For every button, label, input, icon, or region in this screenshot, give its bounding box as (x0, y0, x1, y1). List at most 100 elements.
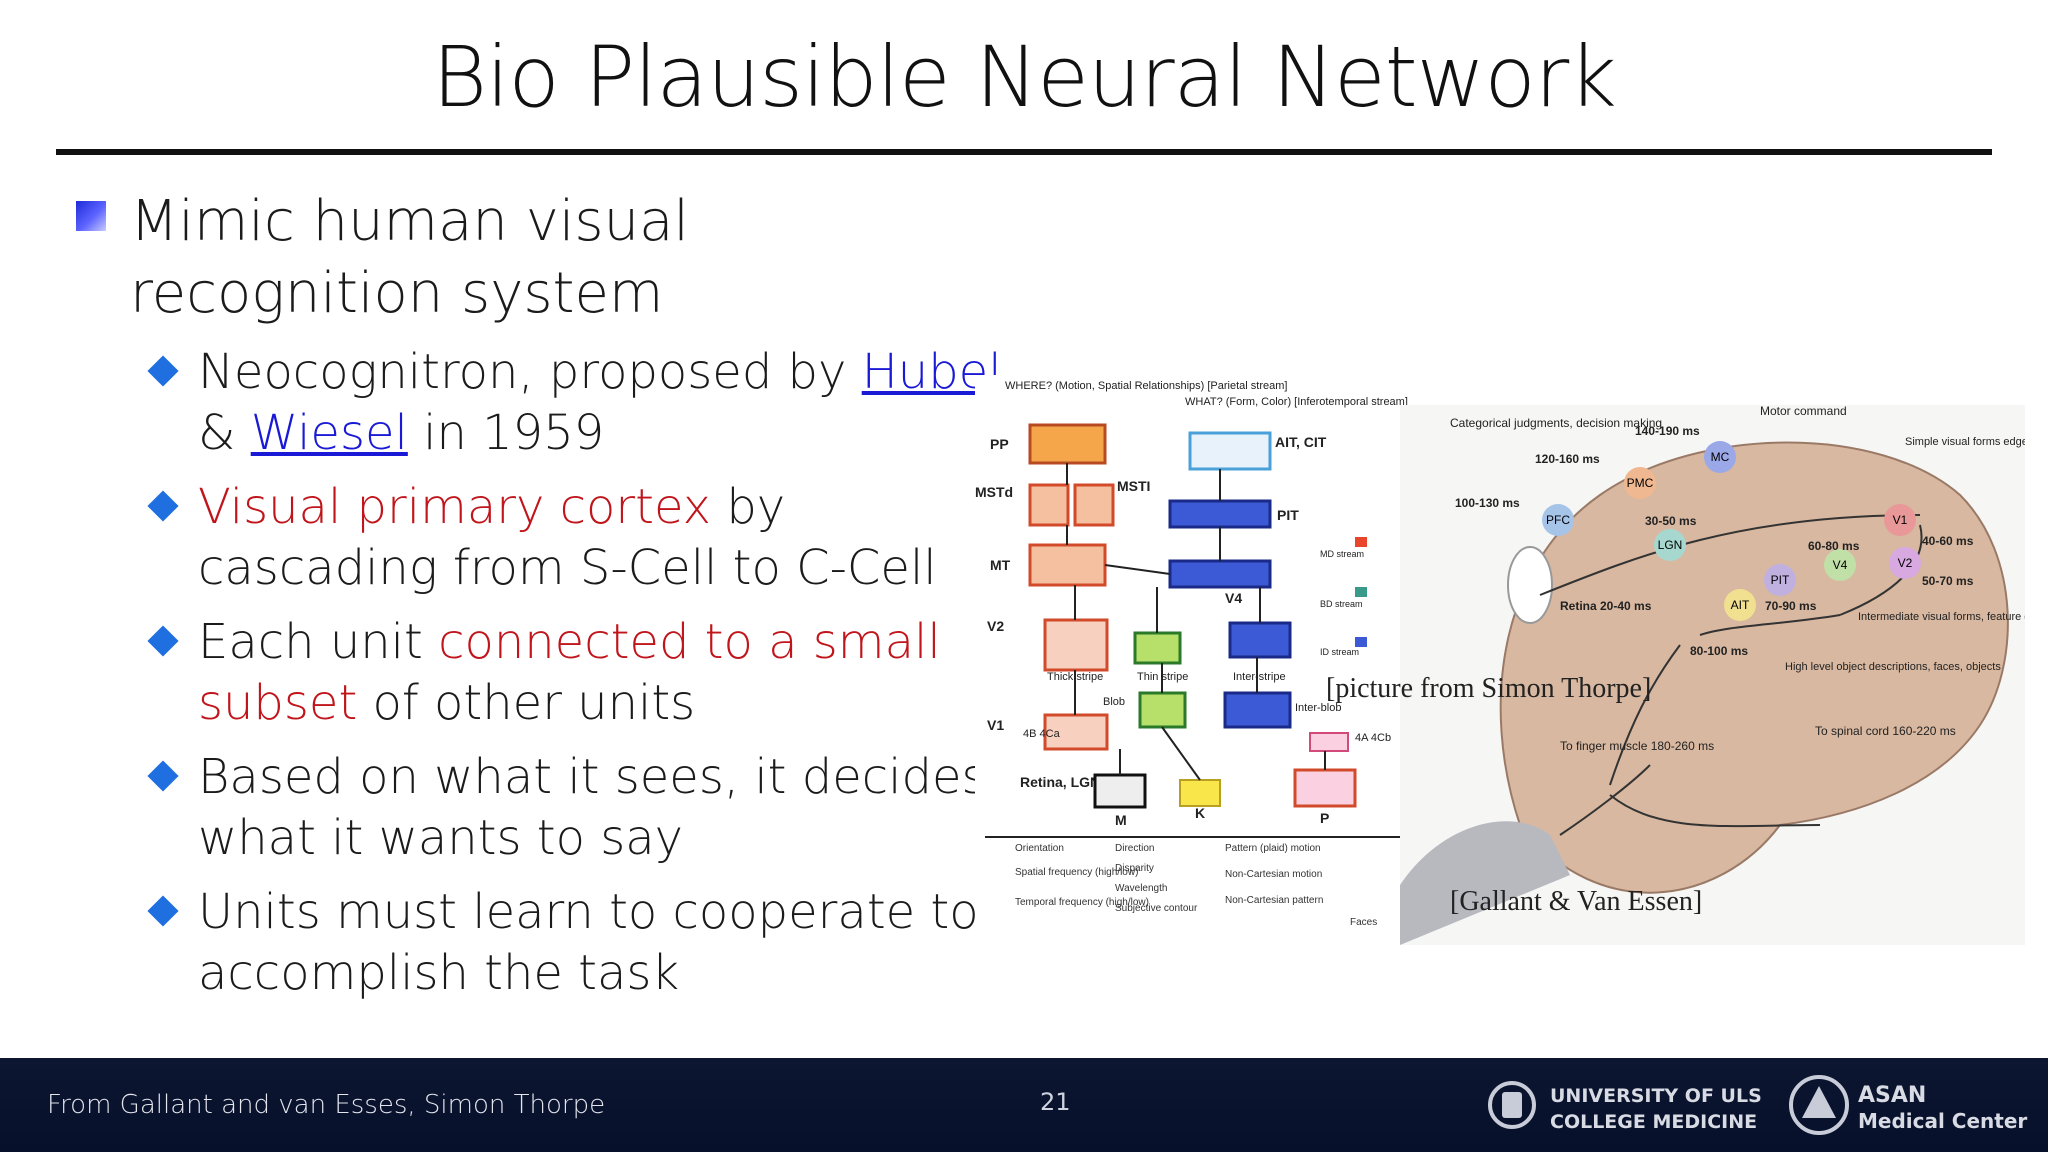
annotation: 50-70 ms (1922, 574, 1974, 588)
icon-legend: Orientation Direction Pattern (plaid) mo… (1015, 843, 1377, 928)
region-label: V1 (1893, 513, 1908, 527)
k-box (1179, 779, 1221, 807)
annotation: 60-80 ms (1808, 539, 1860, 553)
legend-item: Direction (1115, 843, 1154, 854)
sub-bullet-text: Each unit connected to a small subset of… (198, 612, 1008, 734)
text-run: in 1959 (407, 405, 605, 461)
annotation: To finger muscle 180-260 ms (1560, 739, 1714, 753)
logo-line-1: ASAN (1858, 1083, 1926, 1108)
diamond-bullet-icon (147, 355, 179, 387)
region-label: V2 (1898, 556, 1913, 570)
logo-line-1: UNIVERSITY OF ULSAN (1550, 1085, 1762, 1107)
visual-pathway-diagram: WHERE? (Motion, Spatial Relationships) [… (975, 375, 1415, 950)
area-label: P (1320, 810, 1329, 826)
caption-gallant: [Gallant & Van Essen] (1450, 886, 1702, 917)
region-label: PMC (1627, 476, 1654, 490)
brain-timing-diagram: MC PMC PFC LGN V1 V2 V4 PIT AIT Categori… (1400, 405, 2025, 945)
bd-stream-swatch (1355, 587, 1367, 597)
legend-item: Pattern (plaid) motion (1225, 843, 1321, 854)
mt-box (1028, 543, 1107, 587)
annotation: 140-190 ms (1635, 424, 1700, 438)
area-label: PP (990, 436, 1009, 452)
area-label: Retina, LGN (1020, 774, 1100, 790)
v1-4b-box (1043, 713, 1109, 751)
id-stream-swatch (1355, 637, 1367, 647)
mstd-box (1028, 483, 1070, 527)
annotation: 30-50 ms (1645, 514, 1697, 528)
annotation: 70-90 ms (1765, 599, 1817, 613)
where-label: WHERE? (Motion, Spatial Relationships) [… (1005, 380, 1287, 392)
layer-4a-box (1309, 732, 1349, 752)
footer-bar: From Gallant and van Esses, Simon Thorpe… (0, 1058, 2048, 1152)
brain-silhouette (1499, 441, 2009, 894)
annotation: 120-160 ms (1535, 452, 1600, 466)
main-bullet-text: Mimic human visual recognition system (130, 189, 689, 326)
legend-item: Subjective contour (1115, 903, 1198, 914)
timing-annotations: Categorical judgments, decision making M… (1450, 405, 2025, 753)
text-run: of other units (357, 675, 696, 731)
area-label: AIT, CIT (1275, 434, 1327, 450)
interstripe-label: Inter-stripe (1233, 671, 1286, 683)
annotation: 80-100 ms (1690, 644, 1748, 658)
what-label: WHAT? (Form, Color) [Inferotemporal stre… (1185, 396, 1408, 408)
area-label: V1 (987, 717, 1004, 733)
sub-bullet-text: Neocognitron, proposed by Hubel & Wiesel… (198, 342, 1008, 464)
p-box (1293, 768, 1357, 808)
highlight-text: Visual primary cortex (198, 479, 712, 535)
annotation: To spinal cord 160-220 ms (1815, 724, 1956, 738)
caption-thorpe: [picture from Simon Thorpe] (1326, 673, 1651, 704)
legend-item: Temporal frequency (high/low) (1015, 897, 1149, 908)
ulsan-logo: UNIVERSITY OF ULSAN COLLEGE MEDICINE (1488, 1081, 1762, 1133)
sub-bullet-text: Based on what it sees, it decides what i… (198, 747, 1008, 869)
eye-icon (1507, 546, 1553, 624)
annotation: High level object descriptions, faces, o… (1785, 661, 2001, 673)
square-bullet-icon (76, 201, 106, 231)
region-label: V4 (1833, 558, 1848, 572)
legend-item: Orientation (1015, 843, 1064, 854)
sub-bullet-text: Units must learn to cooperate to accompl… (198, 882, 1008, 1004)
wiesel-link[interactable]: Wiesel (250, 405, 408, 461)
legend-item: Wavelength (1115, 883, 1167, 894)
stream-legend: BD stream (1320, 599, 1363, 609)
diamond-bullet-icon (147, 760, 179, 792)
ait-box (1188, 431, 1272, 471)
logo-line-2: COLLEGE MEDICINE (1550, 1111, 1757, 1133)
area-label: K (1195, 805, 1205, 821)
area-label: MT (990, 557, 1011, 573)
area-label: MSTd (975, 484, 1013, 500)
region-label: MC (1711, 450, 1730, 464)
blob-label: Blob (1103, 696, 1125, 708)
region-label: PFC (1546, 513, 1570, 527)
source-citation: From Gallant and van Esses, Simon Thorpe (47, 1090, 606, 1120)
figure-captions: [picture from Simon Thorpe] [Gallant & V… (1326, 673, 1702, 917)
area-label: 4A 4Cb (1355, 732, 1391, 744)
diamond-bullet-icon (147, 895, 179, 927)
text-run: Based on what it sees, it decides what i… (198, 749, 987, 866)
hand-silhouette (1400, 821, 1570, 945)
area-label: V2 (987, 618, 1004, 634)
annotation: Intermediate visual forms, feature group… (1858, 611, 2025, 623)
sub-bullet-text: Visual primary cortex by cascading from … (198, 477, 1008, 599)
diamond-bullet-icon (147, 490, 179, 522)
asan-logo: ASAN Medical Center (1789, 1075, 2027, 1135)
page-number: 21 (1040, 1088, 1071, 1116)
title-divider (56, 149, 1992, 155)
brain-regions: MC PMC PFC LGN V1 V2 V4 PIT AIT (1542, 441, 1921, 621)
annotation: Motor command (1760, 405, 1847, 418)
annotation: Simple visual forms edges, corners (1905, 436, 2025, 448)
text-run: Neocognitron, proposed by (198, 344, 862, 400)
logo-line-2: Medical Center (1858, 1109, 2027, 1133)
legend-item: Non-Cartesian motion (1225, 869, 1322, 880)
stream-legend: ID stream (1320, 647, 1359, 657)
legend-item: Spatial frequency (high/low) (1015, 867, 1138, 878)
legend-item: Disparity (1115, 863, 1154, 874)
region-label: AIT (1731, 598, 1750, 612)
annotation: Categorical judgments, decision making (1450, 416, 1662, 430)
text-run: Each unit (198, 614, 439, 670)
area-label: MSTI (1117, 478, 1150, 494)
highlight-text: connected to a small subset (198, 614, 941, 731)
msti-box (1073, 483, 1115, 527)
legend-item: Faces (1350, 917, 1377, 928)
figure-area: WHERE? (Motion, Spatial Relationships) [… (975, 375, 2048, 950)
text-run: Units must learn to cooperate to accompl… (198, 884, 979, 1001)
